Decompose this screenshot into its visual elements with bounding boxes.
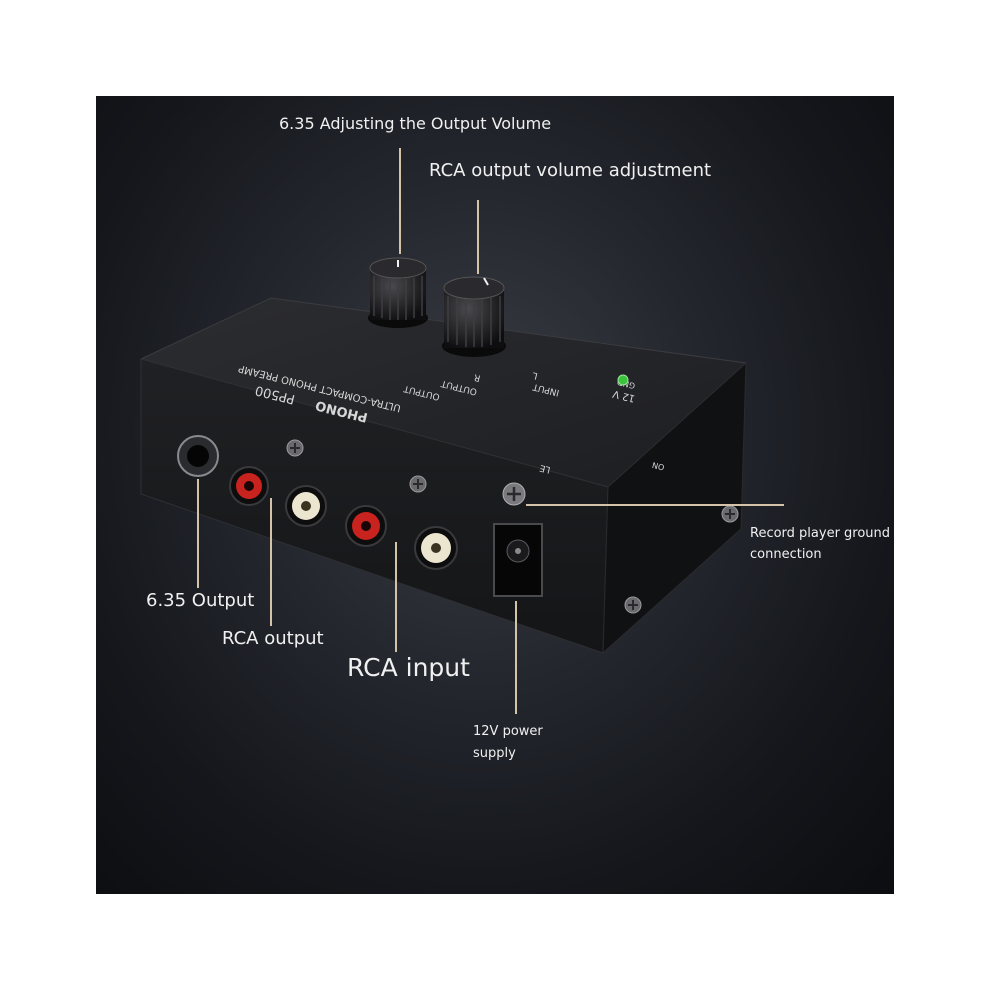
preamp-illustration: ULTRA-COMPACT PHONO PREAMP PHONO PP500 O… — [139, 148, 784, 714]
product-photo: ULTRA-COMPACT PHONO PREAMP PHONO PP500 O… — [96, 96, 894, 894]
rca-input-white[interactable] — [414, 526, 458, 570]
power-led — [617, 374, 629, 386]
ground-screw[interactable] — [502, 482, 526, 506]
dc-power-socket[interactable] — [493, 523, 543, 597]
panel-r-text: R — [473, 371, 481, 382]
callout-rca-input: RCA input — [347, 653, 470, 682]
jack-635[interactable] — [177, 435, 219, 477]
callout-ground-line1: Record player ground — [750, 526, 891, 541]
callout-635-output: 6.35 Output — [146, 590, 255, 611]
rca-output-red[interactable] — [229, 466, 269, 506]
callout-rca-volume: RCA output volume adjustment — [429, 160, 712, 181]
rca-input-red[interactable] — [345, 505, 387, 547]
panel-on-text: ON — [651, 460, 665, 472]
chassis-side — [602, 361, 747, 655]
leader-lines — [197, 148, 784, 714]
side-screw-bottom — [624, 596, 642, 614]
rca-volume-knob[interactable] — [442, 276, 506, 357]
screw-output — [286, 439, 304, 457]
callout-output-volume: 6.35 Adjusting the Output Volume — [279, 114, 552, 133]
callout-power-line1: 12V power — [473, 724, 543, 739]
rca-output-white[interactable] — [285, 485, 327, 527]
callout-rca-output: RCA output — [222, 628, 324, 649]
panel-level-text: LE — [538, 462, 551, 474]
callout-power-line2: supply — [473, 746, 516, 761]
callout-ground-line2: connection — [750, 547, 822, 562]
side-screw-top — [721, 505, 739, 523]
panel-power-text: 12 V — [612, 387, 637, 403]
panel-l-text: L — [532, 370, 539, 381]
output-volume-knob[interactable] — [368, 257, 428, 328]
screw-input — [409, 475, 427, 493]
